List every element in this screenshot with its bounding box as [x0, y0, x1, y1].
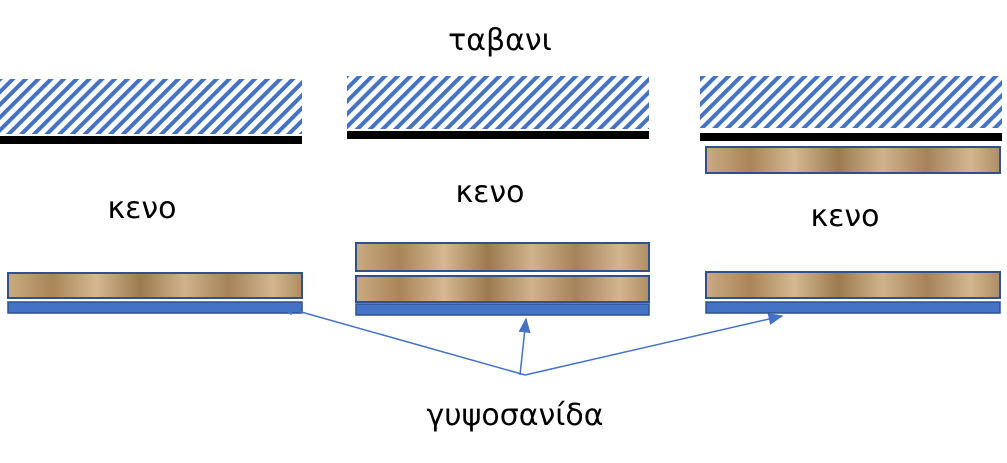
gypsum-board — [355, 242, 650, 272]
joist-bar — [347, 131, 649, 139]
gypsum-label: γυψοσανίδα — [426, 398, 603, 433]
support-plate — [7, 301, 303, 314]
arrow-to-panel-3 — [524, 313, 784, 376]
gypsum-board — [705, 146, 1001, 174]
panel-3: κενο — [700, 76, 1002, 314]
support-plate — [355, 303, 650, 316]
panel-2: κενο — [347, 76, 650, 316]
void-label: κενο — [810, 199, 879, 234]
ceiling-hatch — [0, 79, 302, 134]
gypsum-board — [355, 275, 650, 303]
ceiling-hatch — [700, 76, 1002, 128]
ceiling-title: ταβανι — [448, 23, 552, 58]
gypsum-board — [705, 271, 1001, 299]
arrow-to-panel-1 — [278, 303, 526, 376]
pointer-arrows — [278, 303, 784, 376]
ceiling-hatch — [347, 76, 649, 129]
arrow-to-panel-2 — [518, 317, 531, 376]
gypsum-board — [7, 272, 303, 299]
panel-1: κενο — [0, 79, 303, 314]
void-label: κενο — [107, 191, 176, 226]
joist-bar — [0, 136, 302, 144]
support-plate — [705, 301, 1001, 314]
void-label: κενο — [455, 175, 524, 210]
joist-bar — [700, 133, 1002, 141]
